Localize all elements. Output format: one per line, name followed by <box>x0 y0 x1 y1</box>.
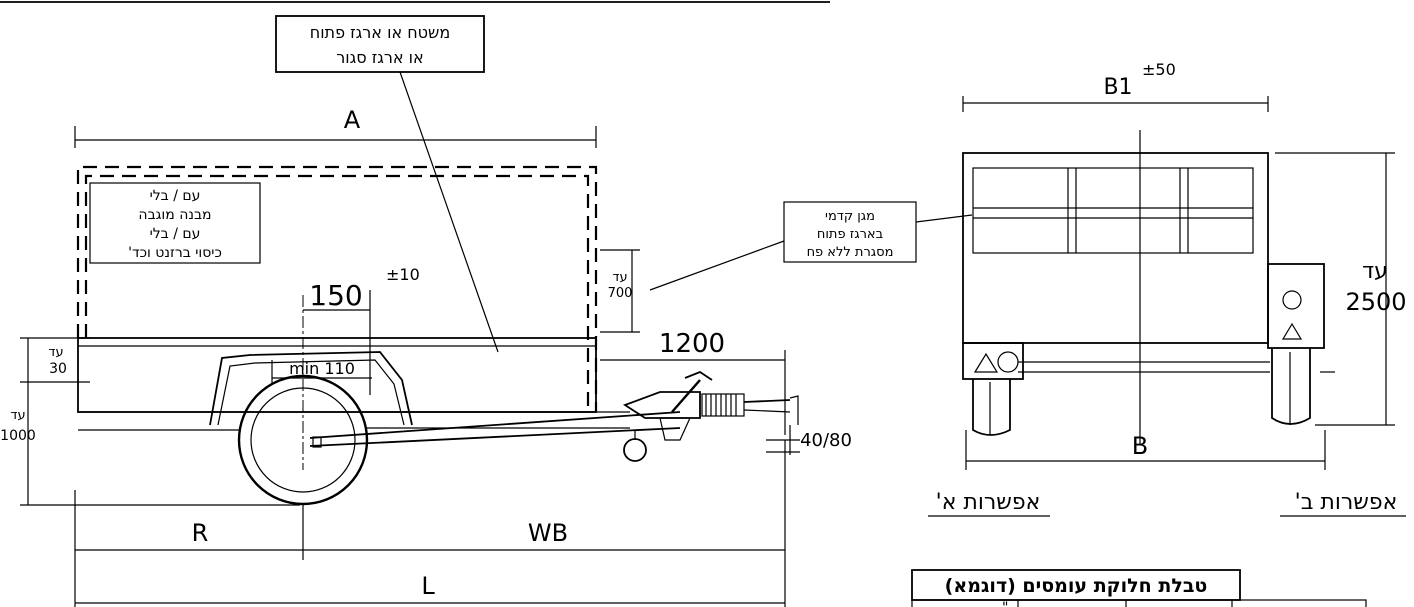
load-table-cell: " <box>1002 600 1008 607</box>
front-guard-callout-box <box>783 201 917 263</box>
hitch-jack-mount <box>659 417 691 441</box>
dim-150-tol: ±10 <box>386 265 420 284</box>
handbrake-top <box>684 370 713 381</box>
right-light-box <box>1267 263 1325 349</box>
dim-b1-tol: ±50 <box>1142 60 1176 79</box>
dim-r-label: R <box>192 519 209 547</box>
left-wheel <box>972 379 1011 436</box>
structure-note-4: כיסוי ברזנט וכד' <box>128 245 222 261</box>
side-700-label-2: 700 <box>608 286 633 301</box>
drawbar-upper <box>309 411 681 439</box>
side-700-label-1: עד <box>612 270 627 285</box>
mudguard <box>209 351 413 426</box>
left-reflector-circle <box>997 351 1019 373</box>
drawbar-lower <box>309 427 681 447</box>
body-type-callout-box <box>275 15 485 73</box>
hitch-spring <box>705 394 737 416</box>
dim-30-label-1: עד <box>48 345 63 360</box>
dim-30-label-2: 30 <box>49 361 67 377</box>
dim-a-label: A <box>344 106 361 134</box>
min110-label: min 110 <box>289 359 355 378</box>
front-guard-frame <box>972 167 1254 254</box>
body-type-line2: או ארגז סגור <box>336 48 423 67</box>
dim-1000-label-2: 1000 <box>0 428 36 444</box>
structure-note-3: עם / בלי <box>150 226 201 242</box>
right-wheel <box>1271 348 1311 425</box>
right-reflector-triangle <box>1281 322 1303 340</box>
dim-2500-label-2: 2500 <box>1345 288 1406 316</box>
front-body-outline <box>962 152 1269 344</box>
front-guard-line3: מסגרת ללא פח <box>807 245 894 260</box>
dim-1200-label: 1200 <box>659 329 725 359</box>
body-type-leader <box>399 71 499 353</box>
dim-1000-label-1: עד <box>10 408 25 423</box>
handbrake-lever <box>671 379 701 413</box>
canopy-outline-inner <box>84 174 590 412</box>
dim-b1-label: B1 <box>1103 75 1132 100</box>
coupling-head <box>789 395 799 425</box>
canopy-outline-outer <box>76 165 598 412</box>
body-type-line1: משטח או ארגז פתוח <box>310 23 451 42</box>
dim-b-label: B <box>1132 432 1148 460</box>
jack-wheel <box>623 438 647 462</box>
load-table-row <box>911 599 1367 607</box>
front-guard-line2: בארגז פתוח <box>817 227 883 242</box>
front-guard-leader-side <box>649 240 785 291</box>
front-guard-line1: מגן קדמי <box>825 209 875 224</box>
right-reflector-circle <box>1282 290 1302 310</box>
coupling-rod-lower <box>743 409 791 413</box>
dim-150-label: 150 <box>309 279 362 312</box>
option-b-label: אפשרות ב' <box>1295 490 1398 515</box>
mudguard-inner <box>217 359 405 426</box>
axle-bolt <box>312 436 322 448</box>
structure-note-1: עם / בלי <box>150 188 201 204</box>
coupling-rod <box>743 399 791 403</box>
left-reflector-triangle <box>973 352 999 373</box>
dim-wb-label: WB <box>528 519 568 547</box>
dim-4080-label: 40/80 <box>800 430 852 451</box>
hitch-housing <box>623 391 701 419</box>
hitch-spring-housing <box>701 393 745 417</box>
option-a-label: אפשרות א' <box>936 490 1041 515</box>
dim-l-label: L <box>421 572 435 600</box>
structure-note-box <box>89 182 261 264</box>
left-light-box <box>962 342 1024 380</box>
dim-2500-label-1: עד <box>1362 259 1388 284</box>
load-table-title: טבלת חלוקת עומסים (דוגמא) <box>945 575 1208 597</box>
structure-note-2: מבנה מוגבה <box>138 207 211 223</box>
